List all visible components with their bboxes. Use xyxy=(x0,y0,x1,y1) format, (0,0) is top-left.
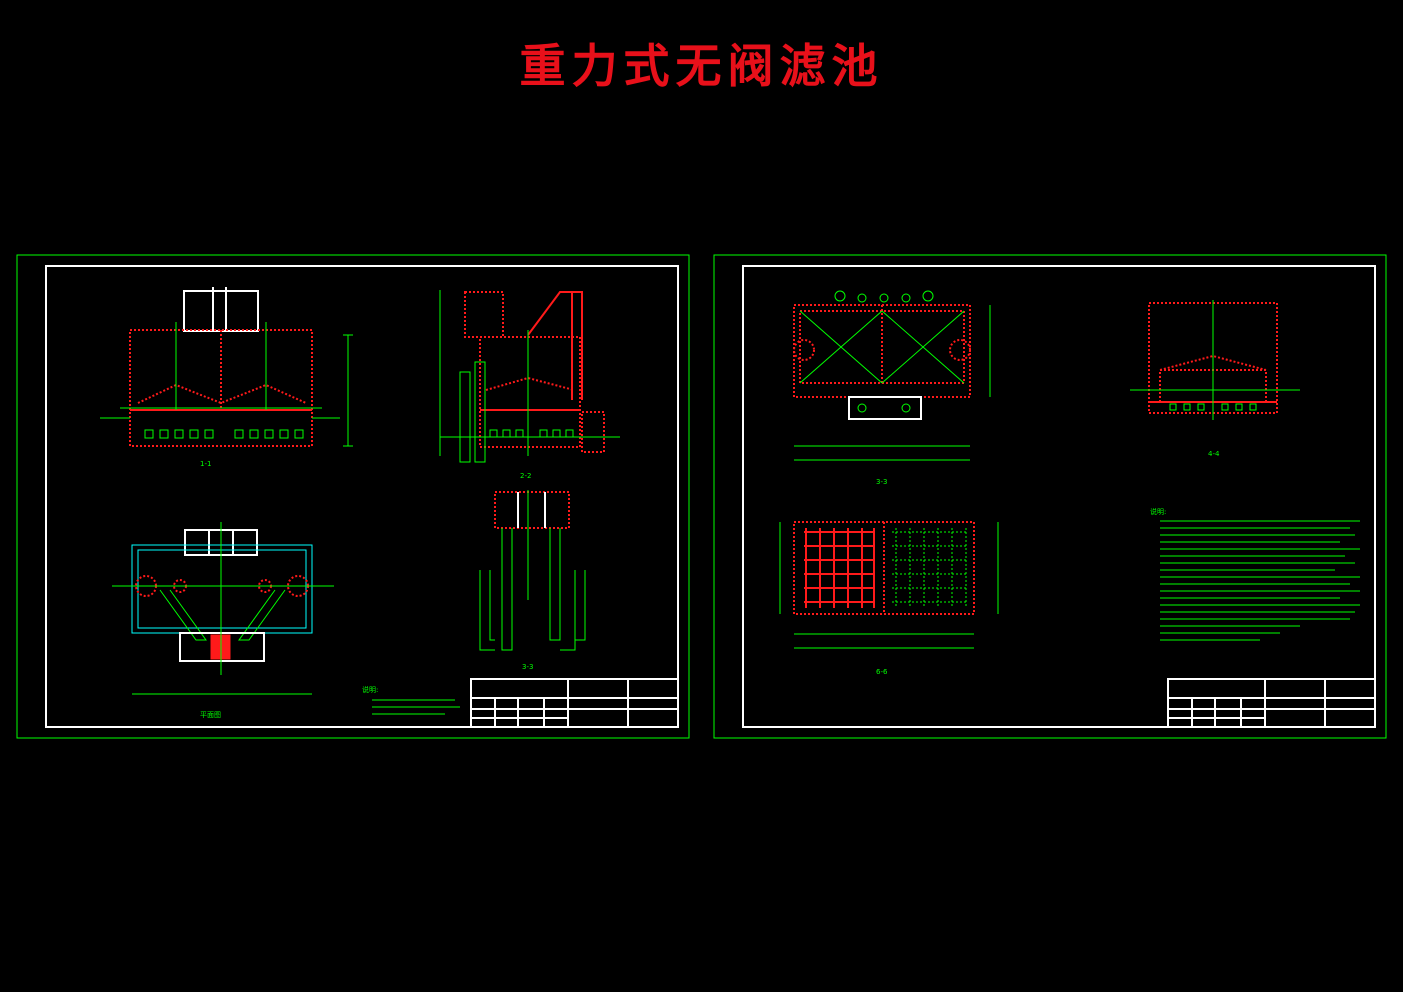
notes-right-heading: 说明: xyxy=(1150,507,1166,516)
svg-text:平面图: 平面图 xyxy=(200,711,221,719)
svg-text:3-3: 3-3 xyxy=(876,478,887,486)
sheet-right-outer-frame xyxy=(713,254,1387,739)
svg-text:6-6: 6-6 xyxy=(876,668,888,676)
svg-text:3-3: 3-3 xyxy=(522,663,533,671)
svg-text:2-2: 2-2 xyxy=(520,472,531,480)
sheet-left[interactable]: 1-1 2-2 xyxy=(16,254,690,739)
svg-text:4-4: 4-4 xyxy=(1208,450,1220,458)
sheet-left-outer-frame xyxy=(16,254,690,739)
sheet-left-border xyxy=(45,265,679,728)
section-3-3-right-view: 3-3 xyxy=(793,290,991,486)
section-6-6-view: 6-6 xyxy=(779,521,999,676)
title-block-left xyxy=(470,678,679,728)
section-4-4-view: 4-4 xyxy=(1130,300,1300,458)
title-block-right xyxy=(1167,678,1376,728)
section-2-2-view: 2-2 xyxy=(439,290,620,480)
drawing-title: 重力式无阀滤池 xyxy=(519,39,884,93)
notes-left-heading: 说明: xyxy=(362,685,378,694)
sheet-right-border xyxy=(742,265,1376,728)
plan-view: 平面图 xyxy=(112,522,334,719)
section-3-3-view: 3-3 xyxy=(479,490,586,671)
svg-text:1-1: 1-1 xyxy=(200,460,211,468)
notes-right: 说明: xyxy=(1150,507,1360,641)
sheet-right[interactable]: 3-3 4-4 xyxy=(713,254,1387,739)
notes-left: 说明: xyxy=(362,685,460,715)
section-1-1-view: 1-1 xyxy=(100,287,353,468)
